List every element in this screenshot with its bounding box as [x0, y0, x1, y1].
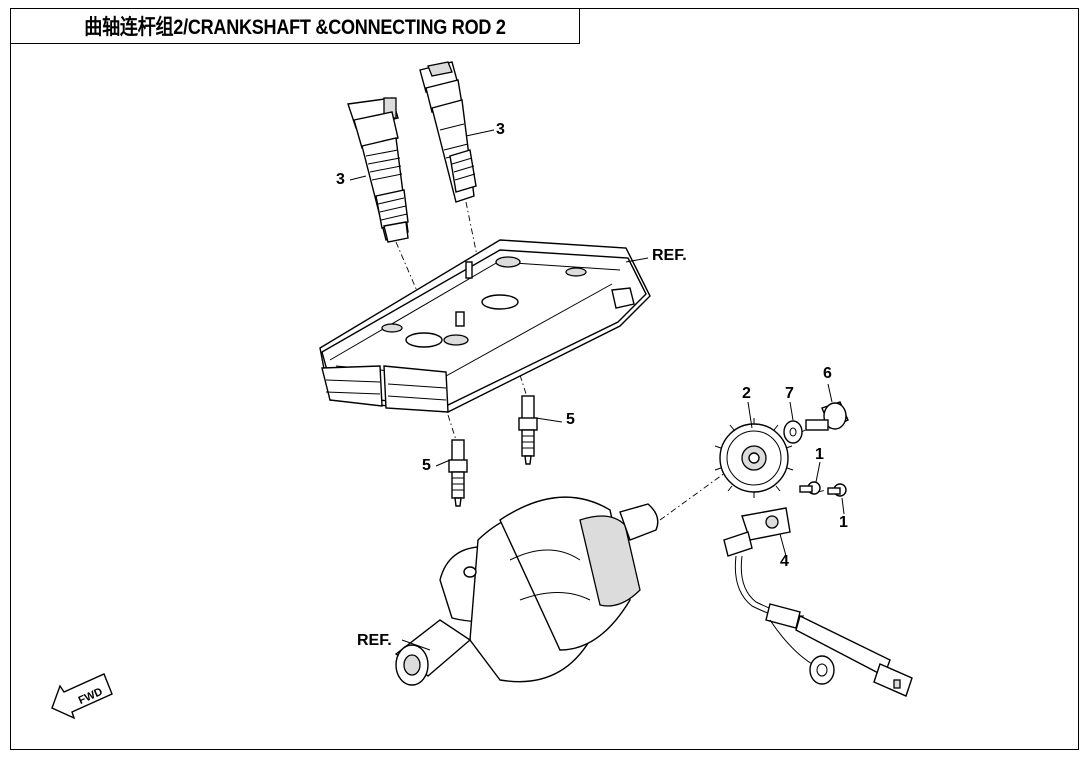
callout-7: 7 [785, 385, 794, 402]
bolt-small-lower [827, 483, 847, 497]
crank-position-sensor [723, 507, 913, 697]
callout-4: 4 [780, 553, 789, 570]
spark-plug-left [448, 439, 468, 507]
fwd-arrow-icon: FWD [51, 673, 113, 720]
callout-ref-cover: REF. [652, 247, 687, 264]
callout-ref-crankshaft: REF. [357, 632, 392, 649]
diagram-title: 曲轴连杆组2/CRANKSHAFT &CONNECTING ROD 2 [84, 16, 506, 39]
bolt-small-upper [799, 481, 821, 495]
callout-6: 6 [823, 365, 832, 382]
cylinder-head-cover [319, 239, 651, 413]
callout-5-left: 5 [422, 457, 431, 474]
ignition-coil-right [419, 61, 477, 203]
bolt-large [805, 401, 849, 431]
ignition-coil-left [347, 97, 409, 243]
callout-1-upper: 1 [815, 446, 824, 463]
washer [783, 420, 803, 444]
title-box: 曲轴连杆组2/CRANKSHAFT &CONNECTING ROD 2 [10, 8, 580, 44]
callout-5-right: 5 [566, 411, 575, 428]
timing-gear [714, 418, 794, 498]
callout-1-lower: 1 [839, 514, 848, 531]
callout-3-right: 3 [496, 121, 505, 138]
callout-3-left: 3 [336, 171, 345, 188]
callout-2: 2 [742, 385, 751, 402]
spark-plug-right [518, 395, 538, 465]
crankshaft [394, 496, 659, 686]
